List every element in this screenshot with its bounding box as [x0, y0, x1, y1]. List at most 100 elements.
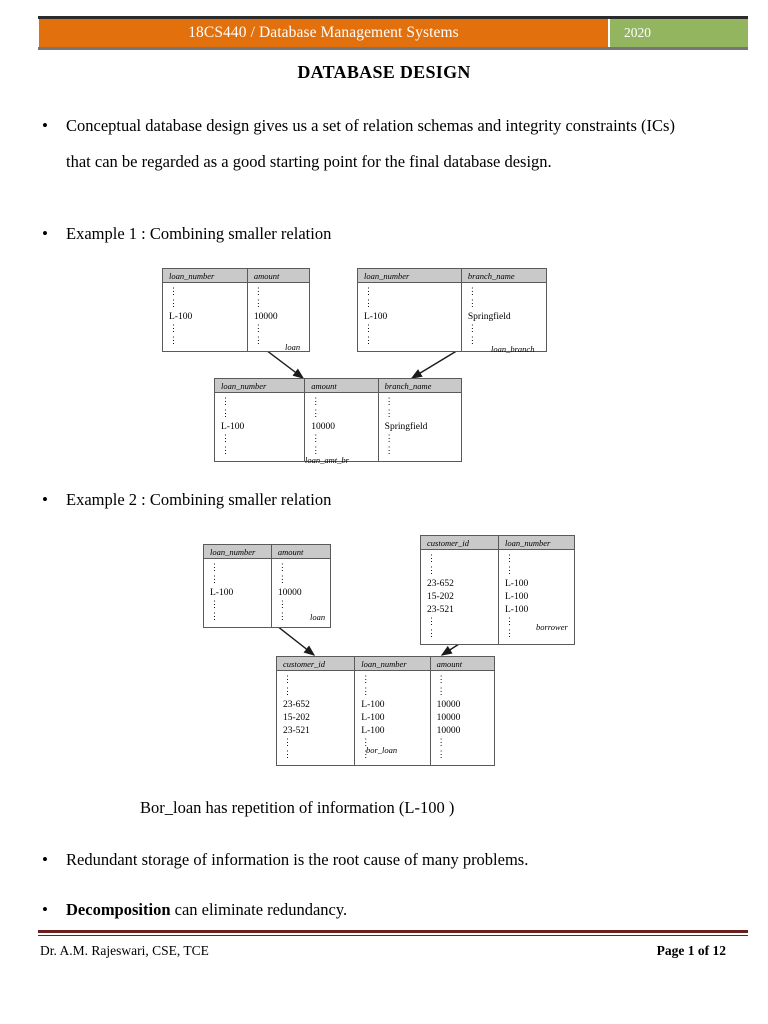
table-cell-column-0: L-100	[358, 283, 461, 351]
cell-value: 23-652	[283, 700, 310, 710]
cell-value: L-100	[169, 312, 193, 322]
table-borrower: customer_id loan_number 23-652 15-202 23…	[420, 535, 575, 645]
table-header-row: loan_number amount branch_name	[214, 378, 462, 393]
table-cell-column-0: L-100	[215, 393, 304, 461]
table-cell-column-1: 10000	[246, 283, 309, 351]
column-header: amount	[429, 657, 494, 670]
table-cell-column-2: Springfield	[377, 393, 461, 461]
column-header: amount	[304, 379, 377, 392]
table-cell-column-0: 23-652 15-202 23-521	[421, 550, 498, 644]
ellipsis-icon	[361, 675, 429, 687]
page-header: 18CS440 / Database Management Systems 20…	[38, 16, 748, 50]
ellipsis-icon	[210, 612, 271, 624]
column-header: loan_number	[354, 657, 429, 670]
ellipsis-icon	[427, 629, 498, 641]
bullet-marker-icon: •	[42, 850, 48, 869]
column-header: loan_number	[364, 270, 410, 281]
cell-value: Springfield	[467, 312, 511, 322]
ellipsis-icon	[283, 750, 354, 762]
bullet-text: Example 2 : Combining smaller relation	[66, 490, 332, 509]
footer-author: Dr. A.M. Rajeswari, CSE, TCE	[40, 943, 209, 958]
table-cell-column-0: L-100	[163, 283, 247, 351]
table-body: L-100 Springfield	[357, 283, 547, 352]
header-course-box: 18CS440 / Database Management Systems	[38, 19, 608, 47]
bullet-text-strong: Decomposition	[66, 900, 171, 919]
ellipsis-icon	[505, 554, 574, 566]
footer-divider	[38, 930, 748, 936]
column-header: branch_name	[460, 269, 546, 282]
cell-value: L-100	[361, 726, 385, 736]
ellipsis-icon	[283, 675, 354, 687]
bullet-text: Conceptual database design gives us a se…	[66, 116, 675, 171]
table-header-row: loan_number amount	[162, 268, 310, 283]
table-cell-column-1: 10000	[304, 393, 377, 461]
caption-loan-branch: loan_branch	[491, 344, 535, 354]
table-loan-1: loan_number amount L-100 10000	[162, 268, 310, 352]
cell-value: L-100	[504, 592, 529, 602]
caption-loan: loan	[285, 342, 301, 352]
column-header: amount	[246, 269, 309, 282]
table-loan-amt-br: loan_number amount branch_name L-100 100…	[214, 378, 462, 462]
ellipsis-icon	[427, 554, 498, 566]
table-cell-column-1: Springfield	[460, 283, 546, 351]
ellipsis-icon	[210, 563, 271, 575]
caption-loan-amt-br: loan_amt_br	[305, 455, 349, 465]
column-header: customer_id	[427, 537, 470, 548]
table-cell-column-0: 23-652 15-202 23-521	[277, 671, 354, 765]
table-cell-column-2: 10000 10000 10000	[429, 671, 494, 765]
header-year: 2020	[624, 25, 651, 40]
column-header: loan_number	[221, 380, 267, 391]
ellipsis-icon	[505, 566, 574, 578]
table-header-row: loan_number branch_name	[357, 268, 547, 283]
ellipsis-icon	[437, 750, 494, 762]
bullet-example-2: • Example 2 : Combining smaller relation	[42, 482, 682, 518]
bullet-text: Decomposition can eliminate redundancy.	[66, 892, 722, 928]
cell-value: 10000	[253, 312, 278, 322]
cell-value: Springfield	[384, 422, 428, 432]
column-header: loan_number	[210, 546, 256, 557]
cell-value: 10000	[311, 422, 336, 432]
cell-value: L-100	[210, 588, 234, 598]
cell-value: 15-202	[283, 713, 310, 723]
bullet-text: Example 1 : Combining smaller relation	[66, 224, 332, 243]
header-year-box: 2020	[608, 19, 748, 47]
cell-value: L-100	[361, 713, 385, 723]
ellipsis-icon	[210, 575, 271, 587]
table-loan-branch: loan_number branch_name L-100 Springfiel…	[357, 268, 547, 352]
cell-value: 23-521	[427, 605, 454, 615]
column-header: customer_id	[283, 658, 326, 669]
cell-value: 23-652	[427, 579, 454, 589]
cell-value: L-100	[361, 700, 385, 710]
ellipsis-icon	[427, 566, 498, 578]
column-header: loan_number	[169, 270, 215, 281]
table-body: L-100 10000	[162, 283, 310, 352]
table-cell-column-1: L-100 L-100 L-100	[354, 671, 429, 765]
bullet-decomposition: • Decomposition can eliminate redundancy…	[42, 892, 722, 928]
column-header: amount	[270, 545, 330, 558]
table-cell-column-1: L-100 L-100 L-100	[497, 550, 574, 644]
bullet-conceptual-design: • Conceptual database design gives us a …	[42, 108, 682, 180]
note-repetition: Bor_loan has repetition of information (…	[140, 798, 455, 817]
bullet-marker-icon: •	[42, 900, 48, 919]
column-header: branch_name	[377, 379, 461, 392]
cell-value: L-100	[364, 312, 388, 322]
cell-value: L-100	[221, 422, 245, 432]
cell-value: 10000	[436, 713, 461, 723]
ellipsis-icon	[210, 600, 271, 612]
bullet-marker-icon: •	[42, 116, 48, 135]
table-body: 23-652 15-202 23-521 L-100 L-100 L-100	[420, 550, 575, 645]
cell-value: L-100	[504, 579, 529, 589]
table-body: L-100 10000 Springfield	[214, 393, 462, 462]
ellipsis-icon	[361, 687, 429, 699]
table-bor-loan: customer_id loan_number amount 23-652 15…	[276, 656, 495, 766]
column-header: loan_number	[497, 536, 574, 549]
cell-value: 10000	[436, 726, 461, 736]
ellipsis-icon	[278, 575, 330, 587]
caption-borrower: borrower	[536, 622, 568, 632]
table-header-row: customer_id loan_number amount	[276, 656, 495, 671]
bullet-text-rest: can eliminate redundancy.	[170, 900, 348, 919]
ellipsis-icon	[427, 617, 498, 629]
ellipsis-icon	[437, 687, 494, 699]
